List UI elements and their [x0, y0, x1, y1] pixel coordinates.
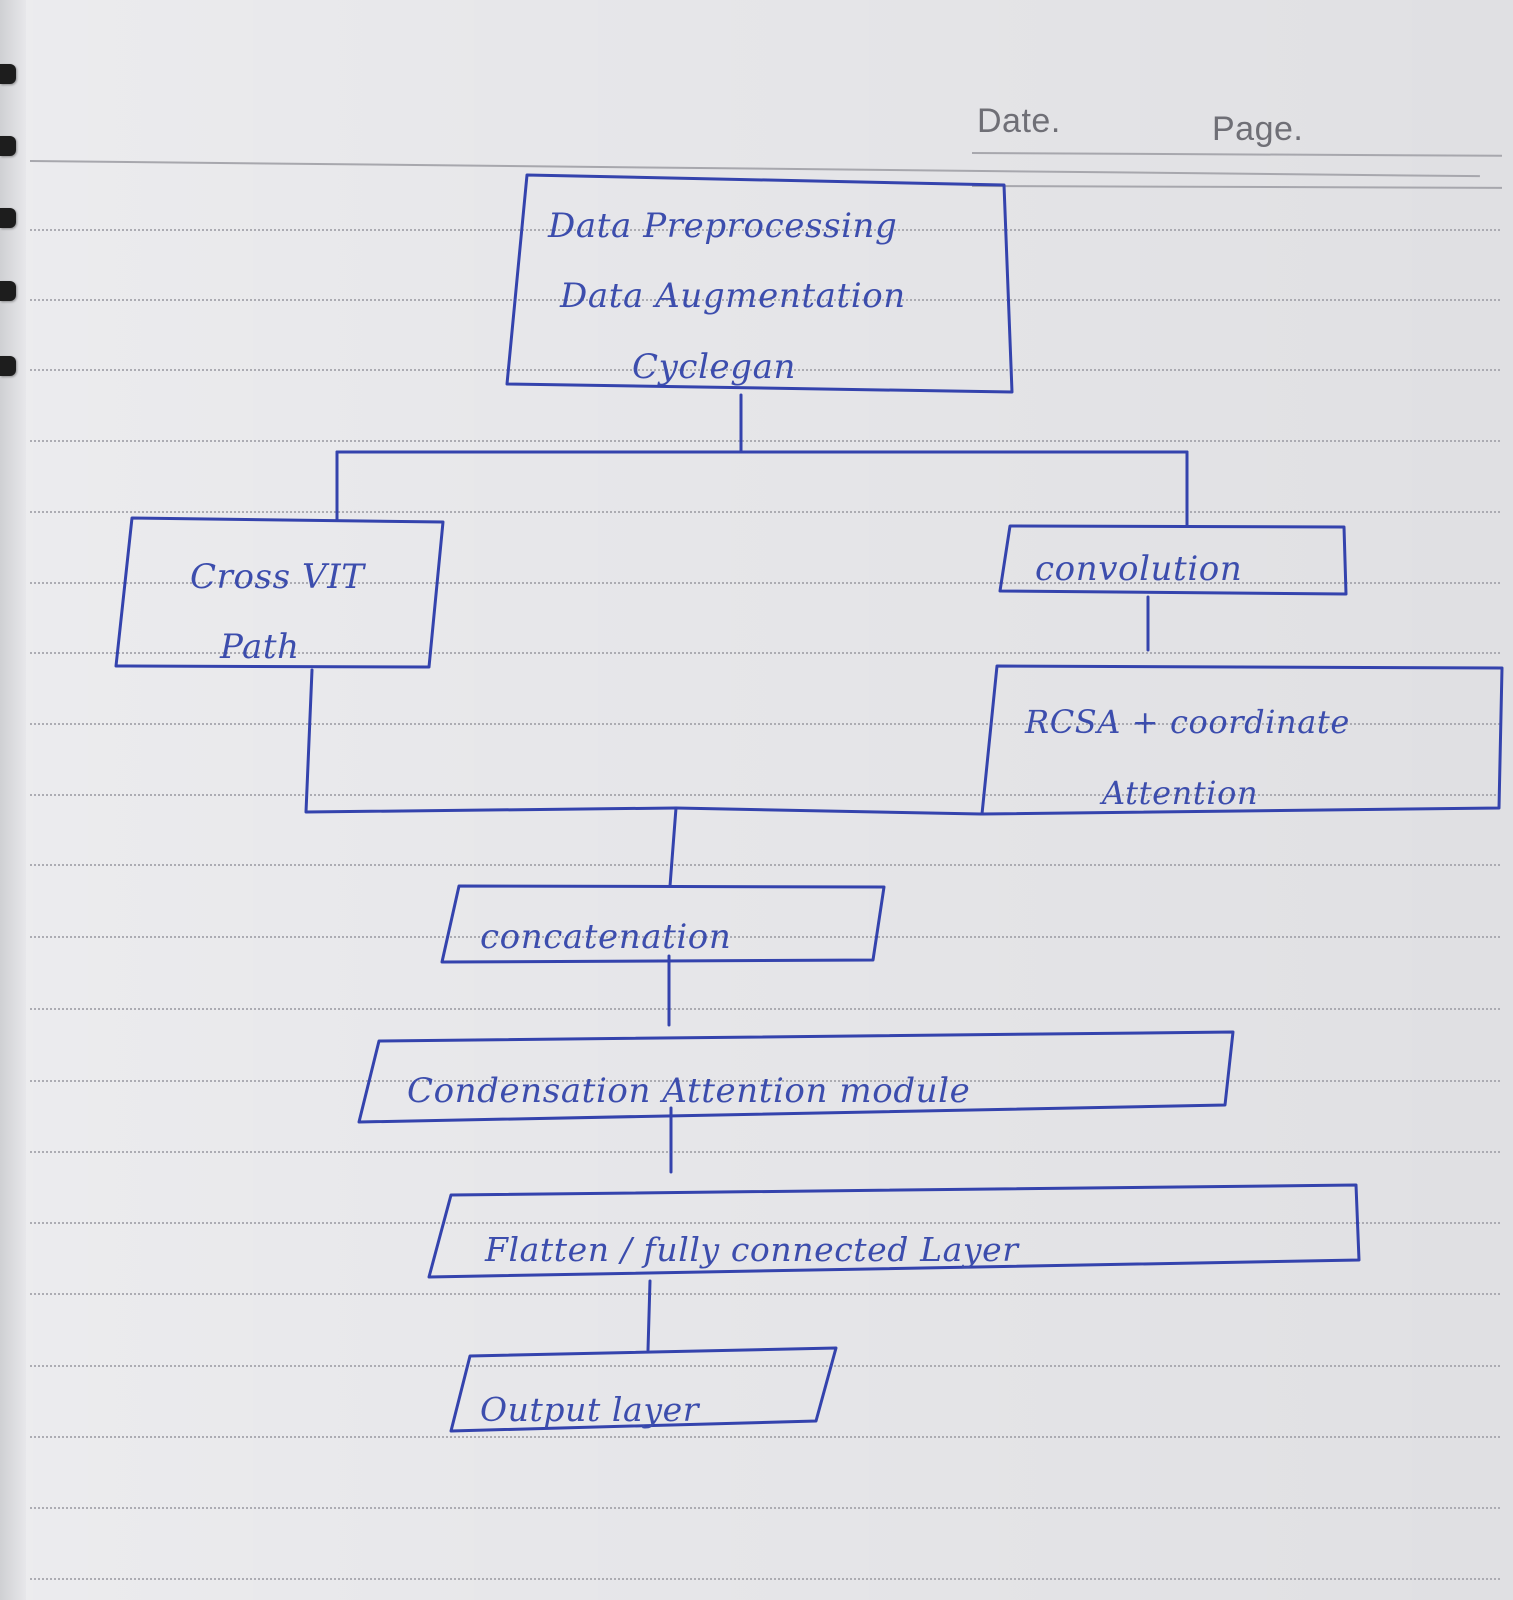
connector-rcsa-to-merge	[674, 806, 983, 816]
ruled-line	[30, 1578, 1500, 1580]
ruled-line	[30, 1008, 1500, 1010]
node-flatten-line1: Flatten / fully connected Layer	[484, 1230, 1020, 1269]
ruled-line	[30, 511, 1500, 513]
connector-to-concatenation	[668, 806, 678, 888]
node-condensation-box	[357, 1030, 1235, 1124]
node-preprocessing-line2: Data Augmentation	[559, 276, 906, 316]
node-crossvit-line1: Cross VIT	[190, 557, 366, 597]
node-output-line1: Output layer	[480, 1390, 701, 1429]
node-preprocessing-box	[505, 173, 1014, 394]
node-crossvit: Cross VIT Path	[114, 516, 445, 669]
ruled-line	[30, 1293, 1500, 1295]
spiral-binding	[0, 0, 26, 1600]
ruled-line	[30, 369, 1500, 371]
binding-ring-icon	[0, 136, 16, 156]
node-convolution-line1: convolution	[1035, 549, 1242, 589]
node-convolution-box	[998, 524, 1348, 596]
node-concatenation-box	[440, 884, 886, 964]
ruled-line	[30, 582, 1500, 584]
ruled-line	[30, 1436, 1500, 1438]
date-label: Date.	[977, 102, 1061, 140]
node-output: Output layer	[449, 1346, 838, 1433]
ruled-line	[30, 794, 1500, 796]
page-label: Page.	[1212, 110, 1304, 148]
node-preprocessing: Data Preprocessing Data Augmentation Cyc…	[505, 173, 1014, 394]
ruled-line	[30, 864, 1500, 866]
binding-ring-icon	[0, 356, 16, 376]
node-rcsa-box	[980, 664, 1504, 816]
ruled-line	[30, 1222, 1500, 1224]
ruled-line	[30, 299, 1500, 301]
node-concatenation: concatenation	[440, 884, 886, 964]
node-rcsa: RCSA + coordinate Attention	[980, 664, 1504, 816]
ruled-line	[30, 1151, 1500, 1153]
connector-lines	[304, 393, 1189, 1352]
node-output-box	[449, 1346, 838, 1433]
connector-to-output	[646, 1279, 652, 1352]
ruled-line	[30, 440, 1500, 442]
node-flatten-box	[427, 1183, 1361, 1279]
node-crossvit-box	[114, 516, 445, 669]
node-rcsa-line2: Attention	[1099, 774, 1258, 812]
ruled-line	[30, 1507, 1500, 1509]
node-crossvit-line2: Path	[219, 627, 300, 667]
ruled-line	[30, 652, 1500, 654]
ruled-line	[30, 723, 1500, 725]
binding-ring-icon	[0, 281, 16, 301]
binding-ring-icon	[0, 208, 16, 228]
node-flatten: Flatten / fully connected Layer	[427, 1183, 1361, 1279]
node-condensation: Condensation Attention module	[357, 1030, 1235, 1124]
ruled-line	[30, 1080, 1500, 1082]
node-rcsa-line1: RCSA + coordinate	[1024, 703, 1350, 741]
node-condensation-line1: Condensation Attention module	[407, 1071, 970, 1111]
node-preprocessing-line3: Cyclegan	[632, 347, 796, 387]
ruled-line	[30, 229, 1500, 231]
node-concatenation-line1: concatenation	[480, 917, 731, 957]
connector-crossvit-to-merge	[304, 668, 678, 814]
ruled-line	[30, 936, 1500, 938]
node-convolution: convolution	[998, 524, 1348, 596]
node-preprocessing-line1: Data Preprocessing	[547, 206, 897, 246]
ruled-line	[30, 1365, 1500, 1367]
binding-ring-icon	[0, 64, 16, 84]
